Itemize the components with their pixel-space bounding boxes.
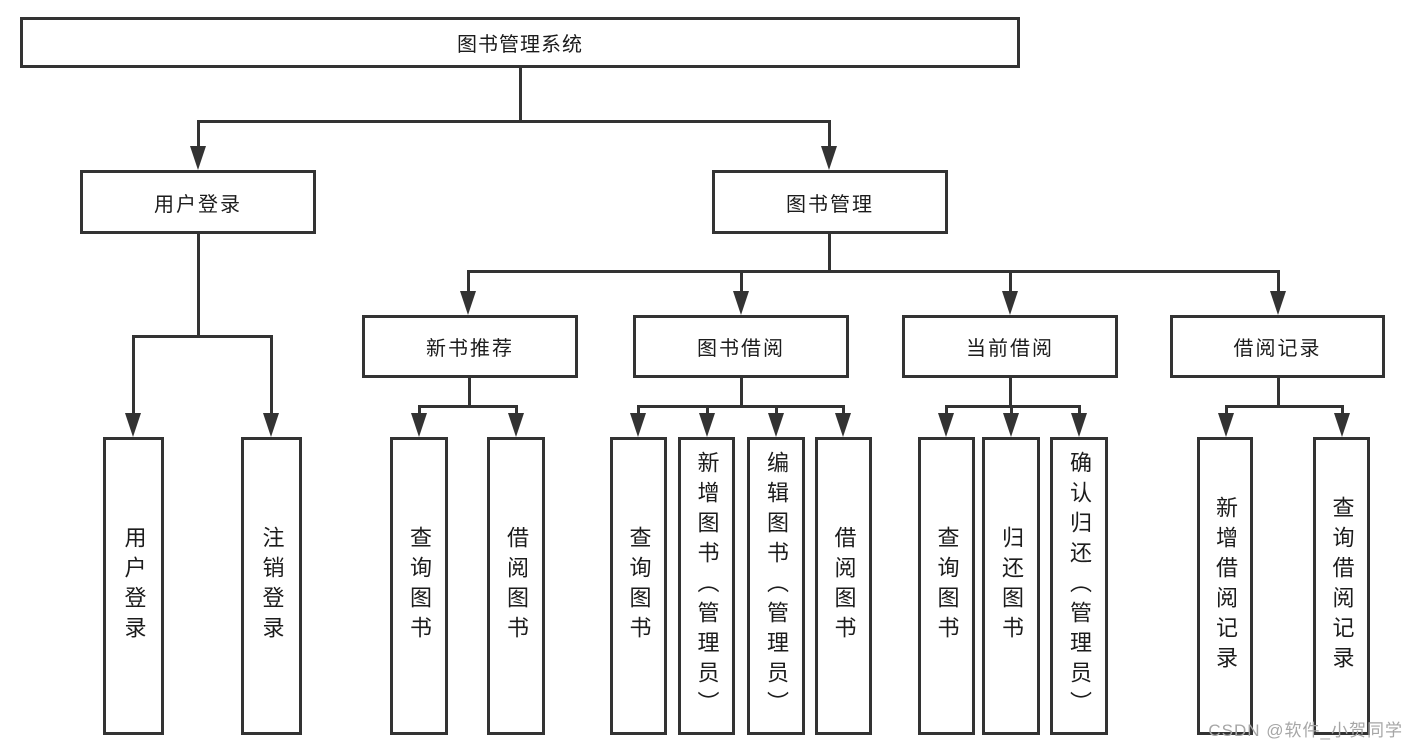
connector-bar <box>132 335 273 338</box>
leaf-borrow-book-recommend: 借阅图书 <box>487 437 545 735</box>
connector-stem <box>828 234 831 272</box>
arrow-down-icon <box>821 146 837 170</box>
connector-bar <box>637 405 845 408</box>
connector-drop <box>740 270 743 293</box>
arrow-down-icon <box>1002 291 1018 315</box>
node-book-borrowing: 图书借阅 <box>633 315 849 378</box>
connector-bar <box>197 120 831 123</box>
arrow-down-icon <box>699 413 715 437</box>
leaf-query-books-recommend: 查询图书 <box>390 437 448 735</box>
connector-drop <box>418 405 421 415</box>
node-book-management: 图书管理 <box>712 170 948 234</box>
node-user-login: 用户登录 <box>80 170 316 234</box>
connector-bar <box>418 405 518 408</box>
csdn-watermark: CSDN @软件_小贺同学 <box>1208 721 1403 740</box>
arrow-down-icon <box>125 413 141 437</box>
connector-stem <box>1277 378 1280 407</box>
connector-bar <box>467 270 1280 273</box>
connector-bar <box>1225 405 1344 408</box>
leaf-edit-book-admin: 编辑图书（管理员） <box>747 437 805 735</box>
leaf-user-login: 用户登录 <box>103 437 164 735</box>
connector-drop <box>1225 405 1228 415</box>
connector-bar <box>945 405 1081 408</box>
leaf-return-book: 归还图书 <box>982 437 1040 735</box>
leaf-borrow-book: 借阅图书 <box>815 437 872 735</box>
arrow-down-icon <box>508 413 524 437</box>
arrow-down-icon <box>630 413 646 437</box>
leaf-logout: 注销登录 <box>241 437 302 735</box>
arrow-down-icon <box>190 146 206 170</box>
connector-stem <box>197 234 200 337</box>
arrow-down-icon <box>1270 291 1286 315</box>
connector-drop <box>775 405 778 415</box>
connector-drop <box>1341 405 1344 415</box>
arrow-down-icon <box>1003 413 1019 437</box>
leaf-query-borrow-record: 查询借阅记录 <box>1313 437 1370 735</box>
leaf-query-books-current: 查询图书 <box>918 437 975 735</box>
connector-drop <box>945 405 948 415</box>
leaf-add-book-admin: 新增图书（管理员） <box>678 437 735 735</box>
connector-drop <box>1009 270 1012 293</box>
node-current-borrowing: 当前借阅 <box>902 315 1118 378</box>
connector-drop <box>706 405 709 415</box>
connector-drop <box>467 270 470 293</box>
connector-drop <box>1277 270 1280 293</box>
connector-stem <box>740 378 743 407</box>
arrow-down-icon <box>1218 413 1234 437</box>
node-new-book-recommend: 新书推荐 <box>362 315 578 378</box>
connector-stem <box>1009 378 1012 407</box>
connector-drop <box>515 405 518 415</box>
node-library-system: 图书管理系统 <box>20 17 1020 68</box>
arrow-down-icon <box>1334 413 1350 437</box>
connector-stem <box>519 68 522 122</box>
arrow-down-icon <box>1071 413 1087 437</box>
connector-drop <box>1010 405 1013 415</box>
leaf-query-books-borrow: 查询图书 <box>610 437 667 735</box>
connector-stem <box>468 378 471 407</box>
arrow-down-icon <box>460 291 476 315</box>
connector-drop <box>828 120 831 148</box>
connector-drop <box>637 405 640 415</box>
arrow-down-icon <box>733 291 749 315</box>
connector-drop <box>1078 405 1081 415</box>
leaf-add-borrow-record: 新增借阅记录 <box>1197 437 1253 735</box>
connector-drop <box>842 405 845 415</box>
connector-drop <box>197 120 200 148</box>
leaf-confirm-return-admin: 确认归还（管理员） <box>1050 437 1108 735</box>
arrow-down-icon <box>768 413 784 437</box>
arrow-down-icon <box>835 413 851 437</box>
connector-drop <box>132 335 135 415</box>
connector-drop <box>270 335 273 415</box>
arrow-down-icon <box>263 413 279 437</box>
arrow-down-icon <box>938 413 954 437</box>
node-borrowing-records: 借阅记录 <box>1170 315 1385 378</box>
arrow-down-icon <box>411 413 427 437</box>
